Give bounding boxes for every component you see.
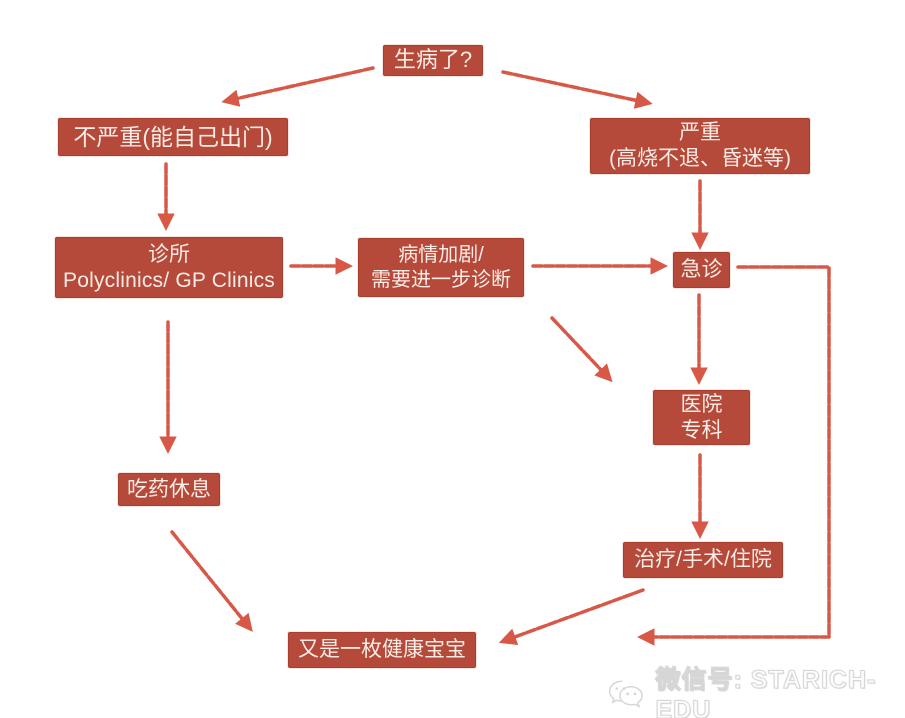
node-specialist: 医院 专科 — [653, 390, 750, 445]
node-worsen-line1: 病情加剧/ — [398, 244, 484, 267]
node-healthy: 又是一枚健康宝宝 — [288, 632, 476, 668]
node-clinic-line2: Polyclinics/ GP Clinics — [63, 268, 275, 292]
node-emergency-label: 急诊 — [680, 258, 723, 282]
watermark-text: 微信号: STARICH-EDU — [655, 666, 877, 718]
node-sick: 生病了? — [383, 45, 483, 76]
node-specialist-line1: 医院 — [680, 392, 723, 416]
node-serious: 严重 (高烧不退、昏迷等) — [590, 118, 810, 174]
node-not-serious: 不严重(能自己出门) — [58, 118, 288, 156]
node-worsen: 病情加剧/ 需要进一步诊断 — [358, 238, 524, 297]
node-specialist-line2: 专科 — [680, 418, 723, 442]
node-clinic-line1: 诊所 — [148, 242, 190, 266]
arrow-treatment-to-healthy — [498, 588, 645, 646]
node-rest: 吃药休息 — [118, 473, 220, 506]
node-serious-line2: (高烧不退、昏迷等) — [609, 147, 791, 170]
node-rest-label: 吃药休息 — [127, 477, 211, 501]
arrow-emergency-to-healthy — [637, 265, 831, 646]
node-serious-line1: 严重 — [679, 121, 721, 145]
node-not-serious-label: 不严重(能自己出门) — [73, 123, 273, 150]
node-treatment: 治疗/手术/住院 — [623, 542, 783, 578]
node-healthy-label: 又是一枚健康宝宝 — [298, 638, 466, 662]
arrow-sick-to-not-serious — [221, 66, 375, 107]
arrow-sick-to-serious — [501, 70, 653, 109]
node-sick-label: 生病了? — [393, 47, 473, 73]
node-emergency: 急诊 — [673, 252, 730, 288]
node-worsen-line2: 需要进一步诊断 — [371, 268, 511, 291]
node-clinic: 诊所 Polyclinics/ GP Clinics — [55, 237, 283, 298]
wechat-icon — [608, 680, 643, 708]
node-treatment-label: 治疗/手术/住院 — [634, 548, 772, 572]
arrow-worsen-to-specialist — [550, 316, 613, 383]
arrow-rest-to-healthy — [170, 530, 253, 632]
watermark: 微信号: STARICH-EDU — [606, 660, 905, 718]
